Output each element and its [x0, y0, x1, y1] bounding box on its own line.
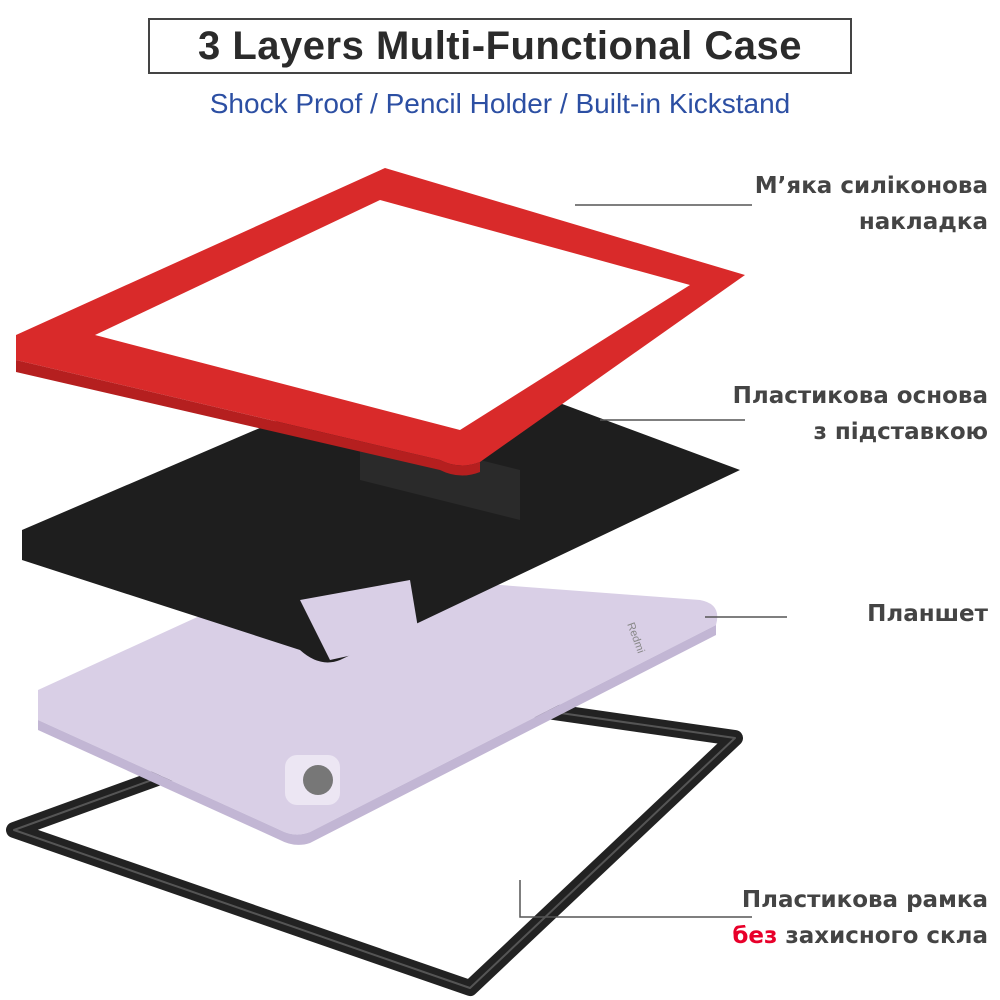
label-silicone-line2: накладка	[858, 209, 988, 235]
page-subtitle: Shock Proof / Pencil Holder / Built-in K…	[209, 88, 791, 119]
label-frame-line2: без захисного скла	[732, 918, 988, 954]
tablet-layer: Redmi	[38, 570, 718, 845]
callout-lines	[519, 204, 787, 918]
label-base-line2: з підставкою	[813, 419, 988, 445]
label-plastic-frame: Пластикова рамка без захисного скла	[732, 882, 988, 954]
silicone-layer	[16, 168, 745, 476]
label-tablet: Планшет	[867, 601, 988, 627]
label-silicone-cover: М’яка силіконова накладка	[755, 168, 988, 240]
title-box: 3 Layers Multi-Functional Case	[148, 18, 852, 74]
label-frame-line1: Пластикова рамка	[741, 887, 988, 913]
label-silicone-line1: М’яка силіконова	[754, 173, 988, 199]
label-frame-highlight: без	[732, 923, 778, 949]
label-plastic-base: Пластикова основа з підставкою	[733, 378, 988, 450]
label-base-line1: Пластикова основа	[732, 383, 988, 409]
camera-lens	[303, 765, 333, 795]
page-title: 3 Layers Multi-Functional Case	[197, 23, 803, 68]
label-frame-rest: захисного скла	[785, 923, 988, 949]
